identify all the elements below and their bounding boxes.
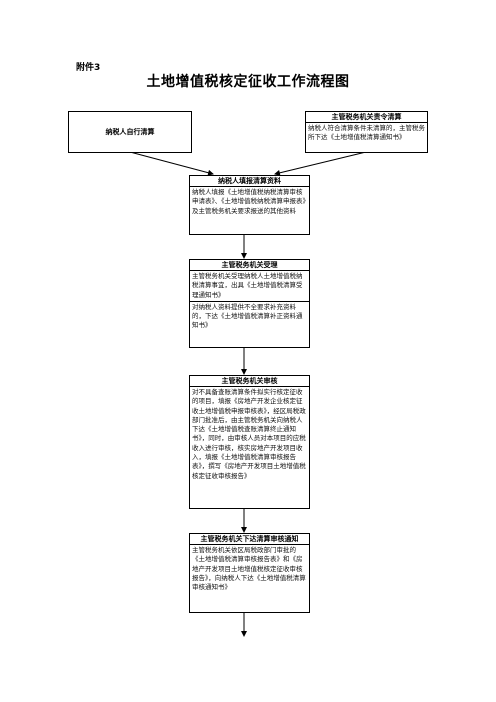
submit-materials-box: 纳税人填报清算资料 纳税人填报《土地增值税纳税清算审核申请表》、《土地增值税纳税… xyxy=(189,175,310,235)
page-title: 土地增值税核定征收工作流程图 xyxy=(146,74,350,90)
submit-materials-header: 纳税人填报清算资料 xyxy=(190,176,309,187)
arrow-order-to-submit xyxy=(274,151,367,176)
authority-order-header: 主管税务机关责令清算 xyxy=(306,112,427,123)
authority-order-text: 纳税人符合清算条件未清算的，主管税务所下达《土地增值税清算通知书》 xyxy=(308,124,425,142)
taxpayer-self-clearance-box: 纳税人自行清算 xyxy=(68,111,192,153)
authority-accept-text: 主管税务机关受理纳税人土地增值税纳税清算事宜，出具《土地增值税清算受理通知书》 xyxy=(192,272,303,299)
arrow-self-to-submit xyxy=(129,151,214,176)
review-notice-box: 主管税务机关下达清算审核通知 主管税务机关依区局税政部门审批的《土地增值税清算审… xyxy=(189,533,310,613)
authority-review-header: 主管税务机关审核 xyxy=(190,376,309,387)
review-notice-header: 主管税务机关下达清算审核通知 xyxy=(190,534,309,545)
submit-materials-text: 纳税人填报《土地增值税纳税清算审核申请表》、《土地增值税纳税清算申报表》及主管税… xyxy=(192,188,306,215)
authority-review-box: 主管税务机关审核 对不具备查账清算条件拟实行核定征收的项目，填报《房地产开发企业… xyxy=(189,375,310,509)
authority-review-text: 对不具备查账清算条件拟实行核定征收的项目，填报《房地产开发企业核定征收土地增值税… xyxy=(192,388,306,480)
supplement-materials-text: 对纳税人资料提供不全要求补充资料的，下达《土地增值税清算补正资料通知书》 xyxy=(190,300,309,332)
attachment-label: 附件3 xyxy=(76,63,101,73)
authority-accept-box: 主管税务机关受理 主管税务机关受理纳税人土地增值税纳税清算事宜，出具《土地增值税… xyxy=(189,259,310,348)
authority-order-clearance-box: 主管税务机关责令清算 纳税人符合清算条件未清算的，主管税务所下达《土地增值税清算… xyxy=(305,111,428,153)
authority-accept-header: 主管税务机关受理 xyxy=(190,260,309,271)
review-notice-text: 主管税务机关依区局税政部门审批的《土地增值税清算审核报告表》和《房地产开发项目土… xyxy=(192,546,306,592)
taxpayer-self-clearance-label: 纳税人自行清算 xyxy=(105,128,155,136)
